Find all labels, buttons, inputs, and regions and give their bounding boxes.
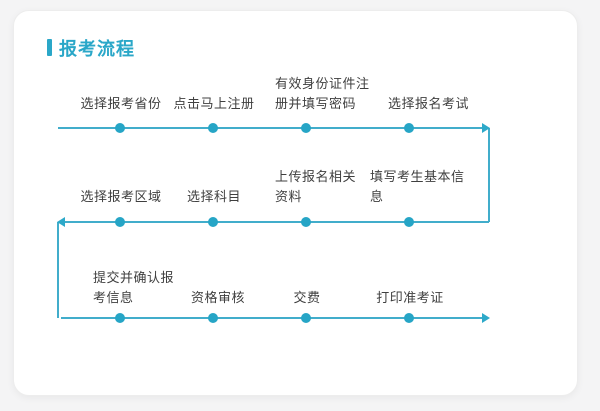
arrow-right-icon-row3 <box>482 313 490 323</box>
step-label-line: 有效身份证件注 <box>275 77 370 92</box>
step-dot-select-subject <box>208 217 218 227</box>
step-label-fill-basic-info: 填写考生基本信 息 <box>370 168 465 208</box>
step-label-id-register-password: 有效身份证件注 册并填写密码 <box>275 75 370 115</box>
registration-flow-card: 报考流程 <box>13 10 578 396</box>
step-dot-fill-basic-info <box>404 217 414 227</box>
step-label-line: 提交并确认报 <box>93 271 175 286</box>
step-label-qualification-review: 资格审核 <box>190 291 246 306</box>
step-dot-click-register <box>208 123 218 133</box>
step-label-upload-materials: 上传报名相关 资料 <box>275 168 356 208</box>
step-label-line: 息 <box>370 190 384 205</box>
arrow-left-icon-row2 <box>57 217 65 227</box>
flow-line-row2 <box>61 221 489 223</box>
step-label-line: 上传报名相关 <box>275 170 357 185</box>
step-dot-select-exam <box>404 123 414 133</box>
step-dot-upload-materials <box>301 217 311 227</box>
step-label-select-region: 选择报考区域 <box>80 190 162 205</box>
step-label-submit-confirm: 提交并确认报 考信息 <box>93 269 174 309</box>
step-label-click-register: 点击马上注册 <box>173 97 255 112</box>
step-label-pay-fee: 交费 <box>293 291 321 306</box>
flow-connector-left <box>57 222 59 318</box>
step-dot-select-province <box>115 123 125 133</box>
step-dot-submit-confirm <box>115 313 125 323</box>
step-dot-qualification-review <box>208 313 218 323</box>
step-dot-pay-fee <box>301 313 311 323</box>
flow-line-row3 <box>61 317 485 319</box>
step-dot-id-register-password <box>301 123 311 133</box>
flow-line-row1 <box>58 127 486 129</box>
step-dot-print-admission-ticket <box>404 313 414 323</box>
step-label-line: 资料 <box>275 190 303 205</box>
arrow-right-icon-row1 <box>482 123 490 133</box>
title-accent-bar-icon <box>47 39 52 56</box>
step-label-select-exam: 选择报名考试 <box>388 97 470 112</box>
step-dot-select-region <box>115 217 125 227</box>
step-label-select-province: 选择报考省份 <box>80 97 162 112</box>
flow-connector-right <box>488 128 490 222</box>
step-label-select-subject: 选择科目 <box>186 190 242 205</box>
section-title: 报考流程 <box>59 39 135 60</box>
step-label-print-admission-ticket: 打印准考证 <box>376 291 444 306</box>
step-label-line: 册并填写密码 <box>275 97 357 112</box>
step-label-line: 考信息 <box>93 291 134 306</box>
step-label-line: 填写考生基本信 <box>370 170 465 185</box>
